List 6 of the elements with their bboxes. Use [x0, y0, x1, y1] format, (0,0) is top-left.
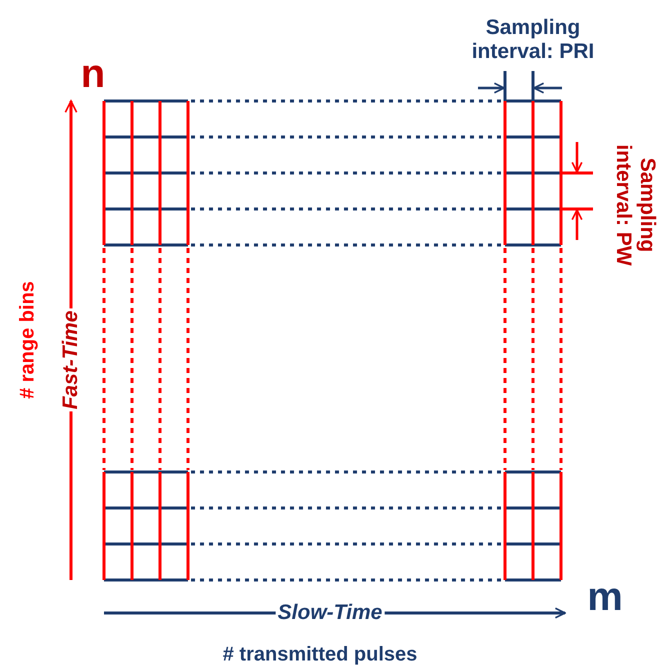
- axis-caption: # transmitted pulses: [222, 644, 418, 666]
- axis-label: n: [80, 51, 106, 97]
- axis-caption: # range bins: [16, 281, 40, 399]
- dimension-label: Sampling interval: PW: [611, 143, 660, 268]
- dimension-label: Sampling interval: PRI: [470, 16, 596, 64]
- axis-label: m: [587, 574, 623, 620]
